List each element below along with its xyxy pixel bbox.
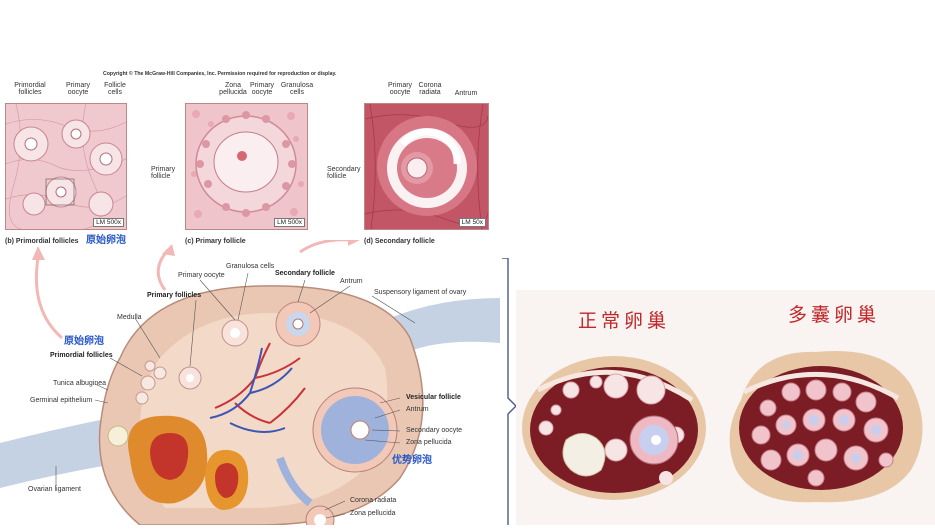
label-primary-oocyte-c: Primary oocyte — [249, 82, 275, 97]
corpus-albicans-shape — [107, 425, 129, 447]
label-germinal-epithelium: Germinal epithelium — [30, 397, 93, 404]
comparison-illustrations — [522, 350, 923, 503]
magnification-label: LM 500x — [93, 218, 124, 227]
caption-primary-follicle: (c) Primary follicle — [185, 238, 246, 245]
caption-secondary-follicle: (d) Secondary follicle — [364, 238, 435, 245]
normal-ovary-illustration — [522, 356, 706, 500]
caption-primordial: (b) Primordial follicles — [5, 238, 79, 245]
label-antrum-d: Antrum — [454, 90, 478, 97]
arrow-to-secondary — [299, 240, 352, 254]
label-granulosa-cells: Granulosa cells — [226, 263, 275, 270]
label-medulla: Medulla — [117, 314, 142, 321]
ovary-comparison-panel: 正常卵巢 多囊卵巢 — [516, 290, 935, 525]
panel-primordial-follicles: LM 500x — [5, 103, 127, 230]
label-antrum-top: Antrum — [340, 278, 363, 285]
title-normal-ovary: 正常卵巢 — [578, 310, 671, 332]
label-primordial-cn-ovary: 原始卵泡 — [64, 336, 104, 347]
ovarian-ligament-shape — [0, 418, 120, 488]
arrowhead-primary — [162, 244, 175, 256]
label-primary-oocyte: Primary oocyte — [178, 272, 225, 279]
ovary-diagram — [0, 272, 500, 525]
primary-follicle-micrograph — [186, 104, 307, 229]
secondary-follicle-micrograph — [365, 104, 488, 229]
label-suspensory-ligament: Suspensory ligament of ovary — [374, 289, 467, 296]
label-ovarian-ligament: Ovarian ligament — [28, 486, 81, 493]
label-corona-radiata: Corona radiata — [350, 497, 397, 504]
bracket-divider — [502, 258, 517, 525]
suspensory-ligament-shape — [390, 298, 500, 353]
copyright-notice: Copyright © The McGraw-Hill Companies, I… — [103, 71, 337, 77]
primordial-micrograph — [6, 104, 126, 229]
label-secondary-oocyte: Secondary oocyte — [406, 427, 463, 434]
title-polycystic-ovary: 多囊卵巢 — [788, 304, 881, 326]
primordial-follicles-shapes — [135, 360, 167, 405]
label-secondary-follicle: Secondary follicle — [275, 270, 335, 277]
label-primary-follicles: Primary follicles — [147, 292, 202, 299]
label-secondary-follicle-d: Secondary follicle — [327, 166, 361, 181]
label-primary-follicle-c: Primary follicle — [151, 166, 176, 181]
label-dominant-follicle-cn: 优势卵泡 — [392, 455, 432, 466]
label-antrum: Antrum — [406, 406, 429, 413]
label-primordial-cn: 原始卵泡 — [86, 235, 126, 246]
connector-arrows — [32, 240, 360, 340]
label-tunica-albuginea: Tunica albuginea — [53, 380, 107, 387]
polycystic-ovary-illustration — [729, 350, 923, 503]
label-primary-oocyte-d: Primary oocyte — [387, 82, 413, 97]
veins — [209, 347, 293, 433]
label-corona-radiata-d: Corona radiata — [418, 82, 442, 97]
magnification-label: LM 50x — [458, 218, 486, 227]
label-zona-pellucida: Zona pellucida — [406, 439, 452, 446]
magnification-label: LM 500x — [274, 218, 305, 227]
panel-secondary-follicle: LM 50x — [364, 103, 489, 230]
arrow-to-primordial — [34, 257, 63, 340]
label-granulosa-cells-c: Granulosa cells — [280, 82, 314, 97]
label-zona-pellucida-bottom: Zona pellucida — [350, 510, 396, 517]
panel-primary-follicle: LM 500x — [185, 103, 308, 230]
label-zona-pellucida-c: Zona pellucida — [219, 82, 247, 97]
arrowhead-secondary — [348, 240, 360, 246]
arrowhead-primordial — [32, 246, 45, 260]
label-primordial-follicles-ovary: Primordial follicles — [50, 352, 113, 359]
label-primary-oocyte-b: Primary oocyte — [65, 82, 91, 97]
label-primordial-follicles: Primordial follicles — [14, 82, 46, 97]
label-vesicular-follicle: Vesicular follicle — [406, 394, 461, 401]
label-follicle-cells: Follicle cells — [104, 82, 126, 97]
leader-lines — [55, 272, 416, 519]
